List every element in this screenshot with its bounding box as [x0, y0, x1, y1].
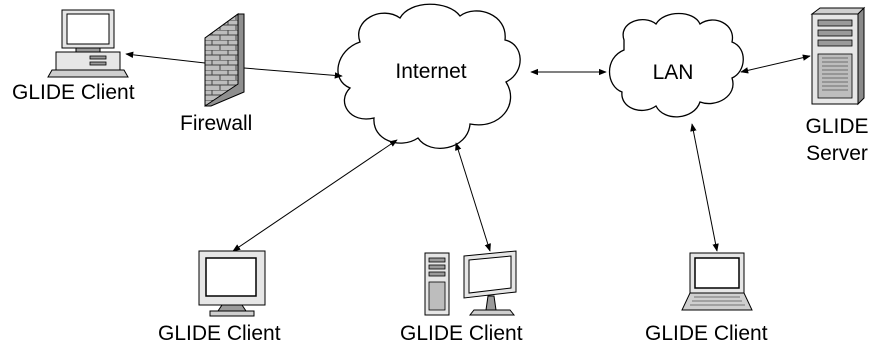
client-top-left-label: GLIDE Client [12, 81, 135, 104]
client-bottom-left-label: GLIDE Client [158, 322, 281, 345]
client-bottom-right-label: GLIDE Client [645, 322, 768, 345]
server-label-line2: Server [806, 142, 868, 165]
link-internet-client-bottom-middle [455, 142, 491, 252]
firewall-label: Firewall [180, 112, 253, 135]
lan-cloud-icon [609, 12, 744, 118]
client-bottom-middle-label: GLIDE Client [400, 322, 523, 345]
link-client-firewall [125, 51, 206, 64]
link-lan-server [740, 54, 811, 74]
desktop-computer-icon [47, 9, 129, 78]
laptop-icon [681, 252, 753, 311]
crt-monitor-icon [198, 250, 266, 317]
lan-label: LAN [652, 61, 694, 84]
link-firewall-internet [243, 67, 343, 79]
server-label-line1: GLIDE [805, 115, 869, 138]
link-internet-client-bottom-left [232, 139, 398, 252]
internet-label: Internet [395, 60, 467, 83]
link-lan-client-bottom-right [690, 123, 719, 252]
tower-and-flat-monitor-icon [424, 250, 517, 316]
connections [125, 51, 811, 252]
server-tower-icon [810, 6, 866, 106]
brick-wall-icon [204, 13, 245, 107]
internet-cloud-icon [337, 3, 521, 149]
